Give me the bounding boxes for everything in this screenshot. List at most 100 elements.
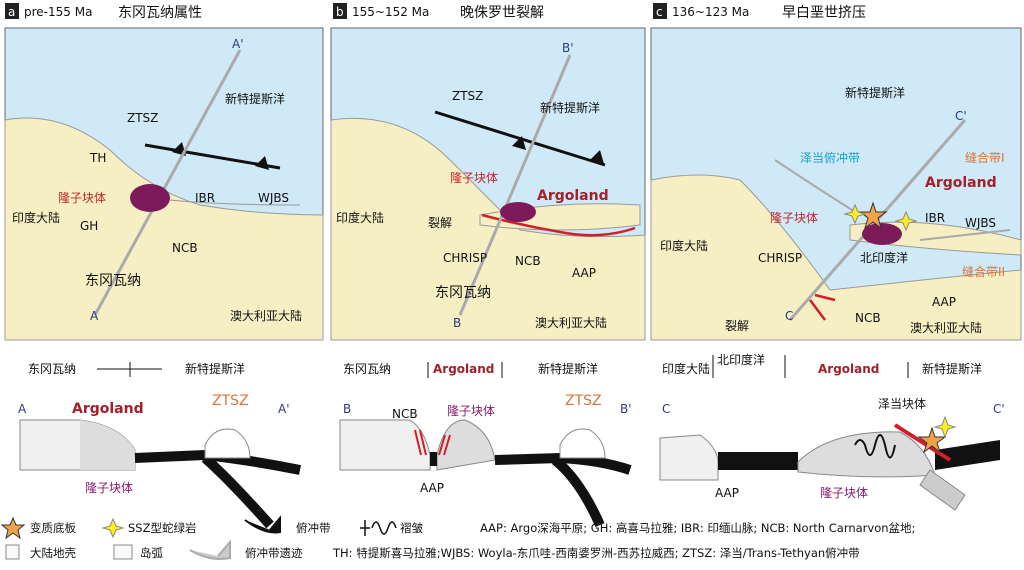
panel-c-header: c 136~123 Ma 早白垩世挤压 <box>653 3 866 21</box>
shape <box>919 229 1011 241</box>
label: 隆子块体 <box>85 480 133 495</box>
label: B <box>343 402 351 416</box>
label: a <box>8 5 15 19</box>
label: 新特提斯洋 <box>185 361 245 376</box>
panel-b-header: b 155~152 Ma 晚侏罗世裂解 <box>333 3 544 21</box>
map-a: A' ZTSZ 新特提斯洋 TH 隆子块体 IBR WJBS GH 印度大陆 N… <box>4 27 324 341</box>
label: 新特提斯洋 <box>922 361 982 376</box>
relict-subduction-icon <box>189 539 231 560</box>
label: Argoland <box>537 188 609 204</box>
label: 裂解 <box>725 319 749 333</box>
shape <box>551 456 605 528</box>
shape <box>169 199 301 206</box>
label: A' <box>232 37 244 51</box>
label: GH <box>80 219 98 233</box>
label: 东冈瓦纳 <box>343 362 391 376</box>
label: NCB <box>515 254 541 268</box>
label: B <box>453 316 461 330</box>
label: 东冈瓦纳 <box>85 273 141 289</box>
label: 东冈瓦纳属性 <box>118 5 202 21</box>
label: 裂解 <box>428 216 452 230</box>
shape <box>500 202 536 222</box>
label: 早白垩世挤压 <box>782 5 866 21</box>
label: B' <box>620 402 632 416</box>
label: AAP <box>572 266 596 280</box>
label: b <box>336 5 344 19</box>
shape <box>894 210 918 232</box>
shape <box>653 3 667 19</box>
label: C <box>785 309 793 323</box>
label: Argoland <box>72 401 144 417</box>
label: 136~123 Ma <box>672 5 749 19</box>
map-c: 新特提斯洋 C' 泽当俯冲带 缝合带I Argoland 隆子块体 IBR WJ… <box>650 27 1022 341</box>
fold-icon <box>360 520 397 536</box>
label: Argoland <box>818 362 879 376</box>
label: 155~152 Ma <box>352 5 429 19</box>
label: NCB <box>392 407 418 421</box>
shape <box>809 293 836 321</box>
label: A' <box>278 402 290 416</box>
shape <box>917 426 947 454</box>
label: ZTSZ <box>452 89 483 103</box>
label: 隆子块体 <box>820 485 868 500</box>
section-a: A Argoland ZTSZ A' 隆子块体 <box>18 393 301 529</box>
label: ZTSZ <box>565 393 602 409</box>
subduction-icon <box>244 515 281 534</box>
label: C <box>662 402 670 416</box>
label: WJBS <box>258 191 289 205</box>
panel-a-header: a pre-155 Ma 东冈瓦纳属性 <box>5 3 202 21</box>
shape <box>201 454 274 529</box>
shape <box>659 434 719 481</box>
label: TH: 特提斯喜马拉雅;WJBS: Woyla-东爪哇-西南婆罗洲-西苏拉威西;… <box>332 546 860 560</box>
label: A <box>90 309 99 323</box>
label: A <box>18 402 27 416</box>
shape <box>858 201 888 230</box>
label: 澳大利亚大陆 <box>230 308 302 323</box>
label: WJBS <box>965 216 996 230</box>
shape <box>4 117 324 341</box>
label: AAP <box>420 481 444 495</box>
label: 俯冲带遗迹 <box>245 546 303 560</box>
label: 澳大利亚大陆 <box>535 315 607 330</box>
label: NCB <box>172 241 198 255</box>
shape <box>93 49 242 316</box>
shape <box>650 174 1022 341</box>
label: 新特提斯洋 <box>225 91 285 106</box>
label: 隆子块体 <box>770 210 818 225</box>
label: 印度大陆 <box>662 361 710 376</box>
label: 印度大陆 <box>12 210 60 225</box>
label: IBR <box>195 191 215 205</box>
shape <box>80 420 135 470</box>
label: C' <box>955 109 967 123</box>
label: C' <box>993 402 1005 416</box>
shape <box>933 415 957 439</box>
label: AAP <box>932 295 956 309</box>
legend: 变质底板 SSZ型蛇绿岩 俯冲带 褶皱 AAP: Argo深海平原; GH: 高… <box>0 515 915 560</box>
shape <box>414 429 451 456</box>
shape <box>330 117 646 341</box>
label: 新特提斯洋 <box>845 85 905 100</box>
shape <box>854 434 896 459</box>
shape <box>893 423 952 462</box>
label: 变质底板 <box>30 521 76 535</box>
shape <box>458 54 572 316</box>
label: ZTSZ <box>127 111 158 125</box>
label: SSZ型蛇绿岩 <box>128 521 196 535</box>
shape <box>919 469 966 511</box>
star-icon <box>0 516 26 540</box>
section-b: B NCB 隆子块体 ZTSZ B' AAP <box>339 393 632 528</box>
shape <box>204 428 251 459</box>
label: 泽当俯冲带 <box>800 150 860 165</box>
shape <box>172 142 269 170</box>
section-c: C 泽当块体 C' AAP 隆子块体 <box>659 397 1005 511</box>
label: 隆子块体 <box>450 170 498 185</box>
label: pre-155 Ma <box>24 5 92 19</box>
label: 印度大陆 <box>336 210 384 225</box>
label: CHRISP <box>758 251 802 265</box>
label: AAP: Argo深海平原; GH: 高喜马拉雅; IBR: 印缅山脉; NCB… <box>480 521 915 535</box>
label: 新特提斯洋 <box>540 100 600 115</box>
shape <box>797 431 936 478</box>
label: 俯冲带 <box>296 521 331 535</box>
shape <box>481 213 636 237</box>
